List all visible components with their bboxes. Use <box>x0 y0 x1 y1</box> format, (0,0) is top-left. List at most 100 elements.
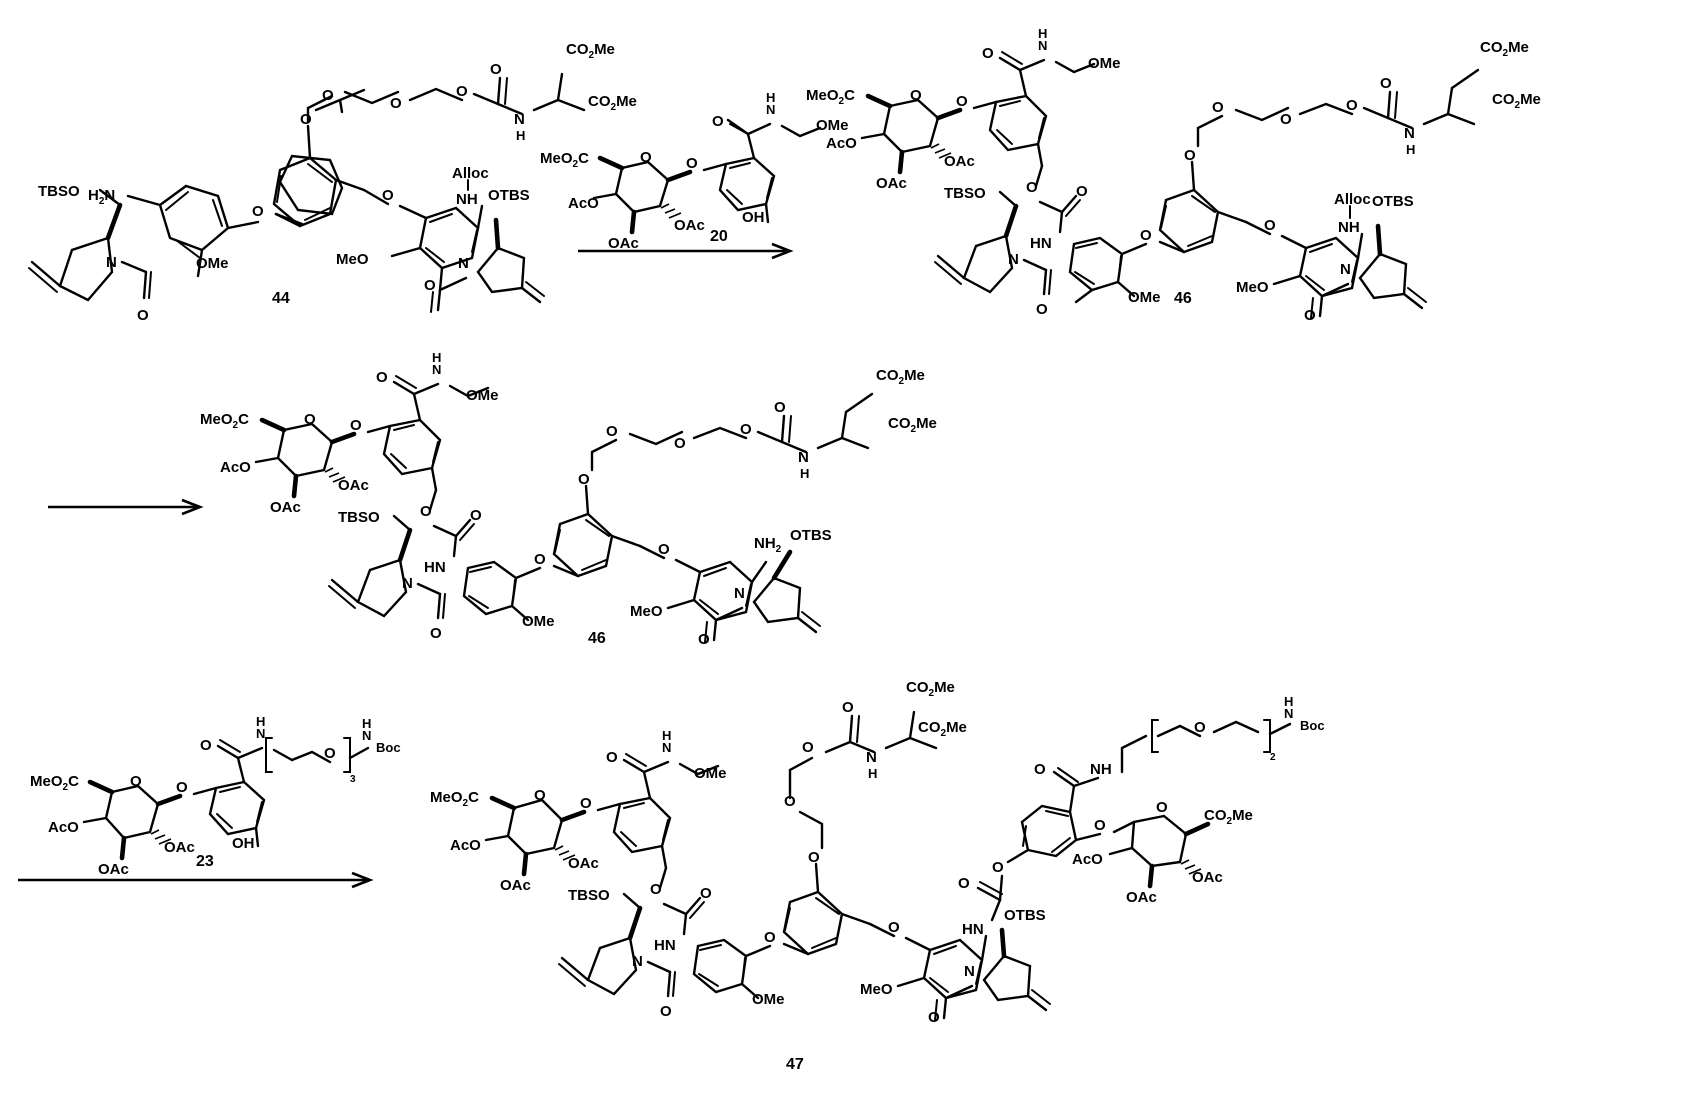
label-oh-20: OH <box>742 209 765 226</box>
label-oac-23-b: OAc <box>98 861 129 878</box>
compound-number-47: 47 <box>786 1056 804 1073</box>
label-o-glyco-46b: O <box>350 417 362 434</box>
compound-46-row1: MeO2C O AcO OAc OAc O O N H OMe O <box>806 26 1541 324</box>
label-oac-47b-a: OAc <box>1192 869 1223 886</box>
label-o-amide2-47: O <box>842 699 854 716</box>
label-o-carbonyl3-46a: O <box>1304 307 1316 324</box>
label-ome-47a: OMe <box>694 765 727 782</box>
label-boc-47: Boc <box>1300 718 1325 733</box>
label-n2-47: N <box>964 963 975 980</box>
label-o-glyco-46a: O <box>956 93 968 110</box>
label-o-glyco-23: O <box>176 779 188 796</box>
label-o-peg-a-46b: O <box>606 423 618 440</box>
label-o-peg-23: O <box>324 745 336 762</box>
label-o-peg-b-44: O <box>390 95 402 112</box>
label-ome-44-left: OMe <box>196 255 229 272</box>
label-co2me-47-b: CO2Me <box>918 719 967 739</box>
label-co2me-47c: CO2Me <box>1204 807 1253 827</box>
label-o-ether-46b-right: O <box>658 541 670 558</box>
label-tbso-46b: TBSO <box>338 509 380 526</box>
label-o-peg-c-44: O <box>456 83 468 100</box>
label-o-ether-47a-left: O <box>764 929 776 946</box>
label-aco-47a: AcO <box>450 837 481 854</box>
reaction-arrow-row3 <box>18 871 374 889</box>
hash-oac-46b <box>324 467 346 483</box>
label-meo2c-47: MeO2C <box>430 789 479 809</box>
label-ome-47a-left: OMe <box>752 991 785 1008</box>
label-o-amide2-46a: O <box>1380 75 1392 92</box>
label-o-peg-a-46a: O <box>1212 99 1224 116</box>
label-o-amide-20: O <box>712 113 724 130</box>
label-h-amide-46a: H <box>1038 26 1047 41</box>
label-hn-47a: HN <box>654 937 676 954</box>
label-o-peg-c-46a: O <box>1346 97 1358 114</box>
label-o-peg-44: O <box>300 111 312 128</box>
label-aco-23: AcO <box>48 819 79 836</box>
label-o-carbonyl-46b: O <box>470 507 482 524</box>
label-boc-23: Boc <box>376 740 401 755</box>
label-sub2-47: 2 <box>1270 752 1276 763</box>
label-n-amide-46b: N <box>432 362 441 377</box>
label-h-amide-46b: H <box>432 350 441 365</box>
label-o-carbonyl2-46a: O <box>1036 301 1048 318</box>
label-aco-47b: AcO <box>1072 851 1103 868</box>
label-oac-46b-b: OAc <box>270 499 301 516</box>
compound-number-23: 23 <box>196 853 214 870</box>
label-tbso-46a: TBSO <box>944 185 986 202</box>
label-o-amide-46a: O <box>982 45 994 62</box>
reaction-arrow-row1 <box>578 242 794 260</box>
label-n-ring-47a: N <box>632 953 643 970</box>
label-co2me-44-a: CO2Me <box>566 41 615 61</box>
label-n-ring-46a: N <box>1008 251 1019 268</box>
label-o-peg-a-47: O <box>784 793 796 810</box>
label-n2-46b: N <box>734 585 745 602</box>
label-meo2c-46a: MeO2C <box>806 87 855 107</box>
label-n-boc-47: N <box>1284 706 1293 721</box>
label-n2-44: N <box>458 255 469 272</box>
label-o-ether-46a-right: O <box>1264 217 1276 234</box>
reagent-23: MeO2C O AcO OAc OAc O O N H O 3 N H <box>30 714 401 878</box>
label-n-amide-44: N <box>514 111 525 128</box>
label-otbs-46a: OTBS <box>1372 193 1414 210</box>
label-tbso-44: TBSO <box>38 183 80 200</box>
label-o-carbamate-47b: O <box>992 859 1004 876</box>
label-alloc-44: Alloc <box>452 165 489 182</box>
label-n-ring-44: N <box>106 254 117 271</box>
label-n-amide2-46a: N <box>1404 125 1415 142</box>
label-hn-46b: HN <box>424 559 446 576</box>
label-n-ring-46b: N <box>402 575 413 592</box>
hash-oac-20 <box>660 203 682 219</box>
label-o-carbamate-46b: O <box>420 503 432 520</box>
label-o-carbonyl-44: O <box>137 307 149 324</box>
label-o-ring-47b: O <box>1156 799 1168 816</box>
label-meo-46a: MeO <box>1236 279 1269 296</box>
label-o-peg-b-47: O <box>802 739 814 756</box>
label-o-glyco-47a: O <box>580 795 592 812</box>
label-o-peg-b-46b: O <box>674 435 686 452</box>
label-ome-46a-left: OMe <box>1128 289 1161 306</box>
label-o-amide2-46b: O <box>774 399 786 416</box>
label-o-peg-b-46a: O <box>1280 111 1292 128</box>
compound-number-46b: 46 <box>588 630 606 647</box>
label-o-amide-47a: O <box>606 749 618 766</box>
label-o-carbonyl3-47: O <box>928 1009 940 1026</box>
label-o-ether-44-right: O <box>382 187 394 204</box>
hash-oac-23 <box>150 829 172 845</box>
label-o-carbamate-46a: O <box>1026 179 1038 196</box>
compound-47: MeO2C O AcO OAc OAc O O N H OMe O O <box>430 679 1325 1073</box>
label-co2me-46a-b: CO2Me <box>1492 91 1541 111</box>
label-n2-46a: N <box>1340 261 1351 278</box>
label-n-amide-47a: N <box>662 740 671 755</box>
label-ome-46b: OMe <box>466 387 499 404</box>
label-oac-46a-a: OAc <box>944 153 975 170</box>
label-h-amide-20: H <box>766 90 775 105</box>
label-o-ring-47a: O <box>534 787 546 804</box>
label-oac-47a-b: OAc <box>500 877 531 894</box>
label-o-ether-46a-left: O <box>1140 227 1152 244</box>
label-ome-46b-left: OMe <box>522 613 555 630</box>
label-co2me-46b-a: CO2Me <box>876 367 925 387</box>
label-ome-20: OMe <box>816 117 849 134</box>
label-o-carbonyl-46a: O <box>1076 183 1088 200</box>
